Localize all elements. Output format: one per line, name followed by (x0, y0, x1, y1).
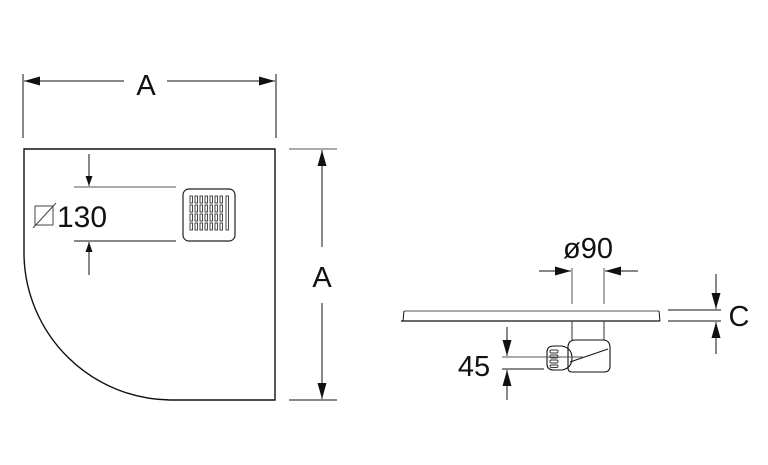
square-size-symbol (32, 202, 57, 229)
outlet-height-dimension: 45 (458, 327, 544, 400)
outlet-diameter-dimension: ø90 (539, 233, 638, 304)
drain-outlet (502, 321, 611, 373)
grate-icon (182, 188, 236, 242)
tray-profile (401, 310, 661, 322)
top-view: A 130 (22, 70, 337, 401)
tray-outline (23, 148, 276, 401)
width-dimension: A (22, 70, 277, 138)
thickness-label: C (729, 301, 750, 333)
height-label: A (312, 262, 332, 294)
side-view: ø90 45 (401, 233, 749, 400)
thickness-dimension: C (668, 274, 749, 354)
drain-dimension: 130 (32, 154, 176, 275)
outlet-diameter-label: ø90 (563, 233, 613, 265)
width-label: A (136, 70, 156, 102)
height-dimension: A (289, 148, 337, 401)
outlet-height-label: 45 (458, 351, 490, 383)
drain-size-label: 130 (57, 201, 107, 234)
